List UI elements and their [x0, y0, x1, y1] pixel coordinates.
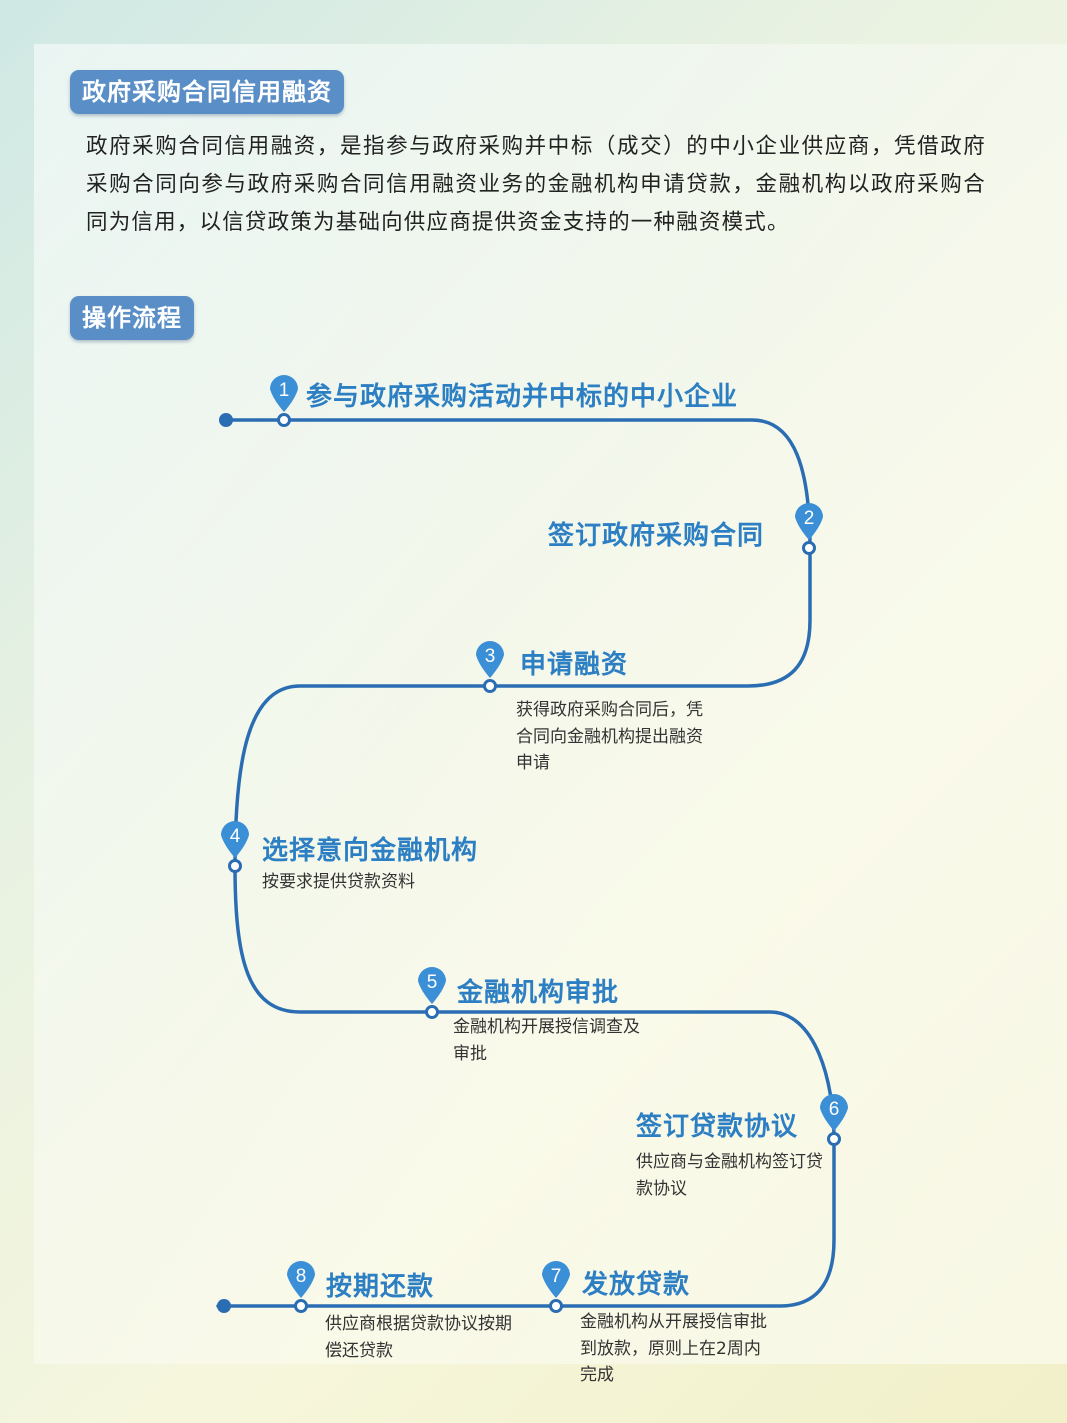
step-1-pin-icon: 1 [270, 375, 298, 427]
step-8-title: 按期还款 [326, 1272, 435, 1302]
step-8-number: 8 [296, 1266, 307, 1287]
step-4-title: 选择意向金融机构 [262, 836, 479, 866]
section-title-tag: 政府采购合同信用融资 [70, 70, 344, 114]
step-3-title: 申请融资 [520, 650, 629, 680]
step-1-node [277, 413, 291, 427]
step-1-number: 1 [279, 380, 290, 401]
step-5-node [425, 1005, 439, 1019]
step-2-number: 2 [804, 508, 815, 529]
step-4-number: 4 [230, 826, 241, 847]
step-6-title: 签订贷款协议 [636, 1112, 799, 1142]
step-8-description: 供应商根据贷款协议按期偿还贷款 [325, 1314, 512, 1361]
step-5-number: 5 [427, 972, 438, 993]
step-7-node [549, 1299, 563, 1313]
intro-paragraph: 政府采购合同信用融资，是指参与政府采购并中标（成交）的中小企业供应商，凭借政府采… [86, 134, 986, 235]
flow-start-dot [219, 413, 233, 427]
step-7-description: 金融机构从开展授信审批到放款，原则上在2周内完成 [580, 1312, 767, 1385]
step-5-title: 金融机构审批 [457, 978, 620, 1008]
step-2-title: 签订政府采购合同 [548, 521, 765, 551]
step-6-pin-icon: 6 [820, 1094, 848, 1146]
step-8-pin-icon: 8 [287, 1261, 315, 1313]
step-6-node [827, 1132, 841, 1146]
content-panel [34, 44, 1067, 1364]
step-5-description: 金融机构开展授信调查及审批 [453, 1017, 640, 1064]
step-8-node [294, 1299, 308, 1313]
step-4-description: 按要求提供贷款资料 [262, 872, 415, 892]
step-6-number: 6 [829, 1099, 840, 1120]
step-7-number: 7 [551, 1266, 562, 1287]
step-5-pin-icon: 5 [418, 967, 446, 1019]
step-4-node [228, 859, 242, 873]
flow-end-dot [217, 1299, 231, 1313]
step-3-pin-icon: 3 [476, 641, 504, 693]
step-4-pin-icon: 4 [221, 821, 249, 873]
step-7-title: 发放贷款 [582, 1270, 691, 1300]
step-7-pin-icon: 7 [542, 1261, 570, 1313]
step-6-description: 供应商与金融机构签订贷款协议 [636, 1152, 823, 1199]
step-3-number: 3 [485, 646, 496, 667]
step-2-node [802, 541, 816, 555]
step-1-title: 参与政府采购活动并中标的中小企业 [306, 382, 739, 412]
step-2-pin-icon: 2 [795, 503, 823, 555]
process-title-tag: 操作流程 [70, 296, 194, 340]
step-3-description: 获得政府采购合同后，凭合同向金融机构提出融资申请 [516, 700, 703, 773]
step-3-node [483, 679, 497, 693]
